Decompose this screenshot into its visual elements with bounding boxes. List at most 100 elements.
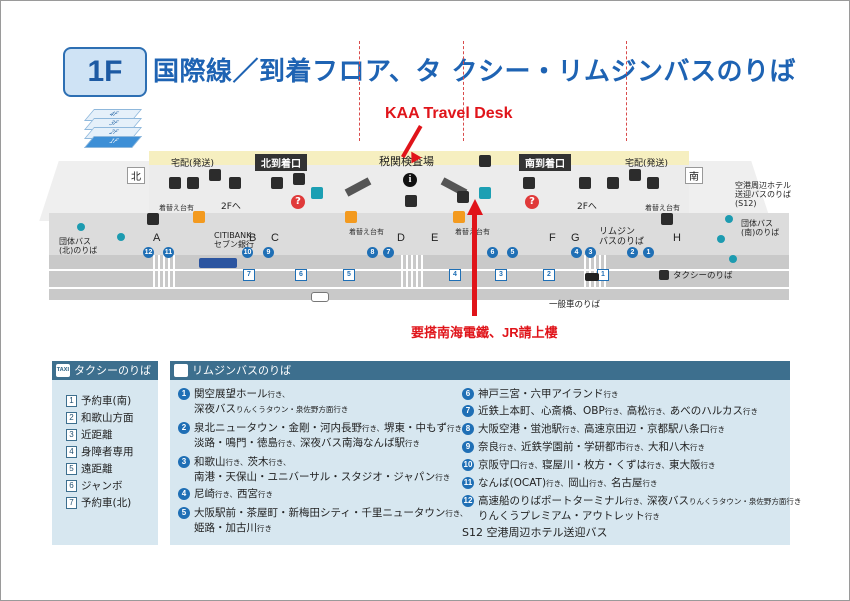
aed-icon (311, 187, 323, 199)
tree-icon (729, 255, 737, 263)
bus-stop-5: 5 (507, 247, 518, 258)
upstairs-arrow (472, 213, 477, 316)
stop-g: G (571, 232, 580, 244)
taxi-stand-3: 3 (495, 269, 507, 281)
taxi-panel-header: TAXI タクシーのりば (52, 361, 158, 380)
waiting-label: 着替え台有 (349, 228, 384, 236)
stop-h: H (673, 232, 681, 244)
help-icon: ? (525, 195, 539, 209)
floor-badge: 1F (63, 47, 147, 97)
smoking-icon (457, 191, 469, 203)
tree-icon (725, 215, 733, 223)
hotel-shuttle-label: 空港周辺ホテル 送迎バスのりば (S12) (735, 181, 791, 208)
elevator-icon (523, 177, 535, 189)
bus-stop-4: 4 (571, 247, 582, 258)
group-bus-south-label: 団体バス (南)のりば (741, 219, 780, 237)
information-icon: i (403, 173, 417, 187)
taxi-sign-icon (659, 270, 669, 280)
s12-hotel-shuttle: S12 空港周辺ホテル送迎バス (462, 526, 608, 539)
atm-icon (607, 177, 619, 189)
floor-map: 宅配(発送) 北到着口 税関検査場 南到着口 宅配(発送) 北 南 ? i ? … (39, 141, 791, 310)
guide-line (359, 41, 360, 141)
crosswalk (401, 255, 423, 287)
taxi-stand-label: タクシーのりば (673, 271, 733, 281)
delivery-right-label: 宅配(発送) (625, 159, 669, 169)
restroom-icon (647, 177, 659, 189)
south-arrival-label: 南到着口 (519, 154, 571, 171)
stop-e: E (431, 232, 439, 244)
stop-c: C (271, 232, 279, 244)
bus-stop-1: 1 (643, 247, 654, 258)
upstairs-arrowhead (467, 199, 483, 215)
baby-room-icon (345, 211, 357, 223)
guide-line (463, 41, 464, 141)
bus-stop-12: 12 (143, 247, 154, 258)
baby-room-icon (193, 211, 205, 223)
phone-icon (579, 177, 591, 189)
bus-stop-3: 3 (585, 247, 596, 258)
aed-icon (479, 187, 491, 199)
lane-line (49, 287, 789, 289)
bus-icon (199, 258, 237, 268)
stop-f: F (549, 232, 556, 244)
limo-panel-header: リムジンバスのりば (170, 361, 790, 380)
phone-icon (271, 177, 283, 189)
currency-exchange-icon (629, 169, 641, 181)
stop-d: D (397, 232, 405, 244)
bus-stop-icon (661, 213, 673, 225)
help-icon: ? (291, 195, 305, 209)
restroom-icon (479, 155, 491, 167)
stop-b: B (249, 232, 257, 244)
elevator-icon (293, 173, 305, 185)
delivery-left-label: 宅配(発送) (171, 159, 215, 169)
limo-bus-label: リムジン バスのりば (599, 227, 645, 247)
car-icon (311, 292, 329, 302)
travel-desk-annotation: KAA Travel Desk (385, 105, 513, 122)
south-direction: 南 (685, 167, 703, 184)
bus-stop-8: 8 (367, 247, 378, 258)
north-arrival-label: 北到着口 (255, 154, 307, 171)
north-direction: 北 (127, 167, 145, 184)
restroom-icon (187, 177, 199, 189)
taxi-stand-6: 6 (295, 269, 307, 281)
stop-a: A (153, 232, 161, 244)
taxi-stand-7: 7 (243, 269, 255, 281)
waiting-label: 着替え台有 (645, 204, 680, 212)
waiting-label: 着替え台有 (159, 204, 194, 212)
tree-icon (77, 223, 85, 231)
taxi-stand-2: 2 (543, 269, 555, 281)
nankai-jr-annotation: 要搭南海電鐵、JR請上樓 (411, 325, 558, 340)
group-bus-north-label: 団体バス (北)のりば (59, 237, 98, 255)
baby-room-icon (453, 211, 465, 223)
elevator-icon (169, 177, 181, 189)
taxi-car-icon (585, 273, 599, 281)
bus-stop-9: 9 (263, 247, 274, 258)
guide-line (626, 41, 627, 141)
citibank-label: CITIBANK セブン銀行 (214, 231, 254, 249)
to-2f-right: 2Fへ (577, 202, 597, 212)
customs-label: 税関検査場 (379, 155, 434, 168)
atm-icon (229, 177, 241, 189)
general-car-label: 一般車のりば (549, 300, 601, 310)
tree-icon (717, 235, 725, 243)
bus-stop-6: 6 (487, 247, 498, 258)
bus-stop-icon (147, 213, 159, 225)
